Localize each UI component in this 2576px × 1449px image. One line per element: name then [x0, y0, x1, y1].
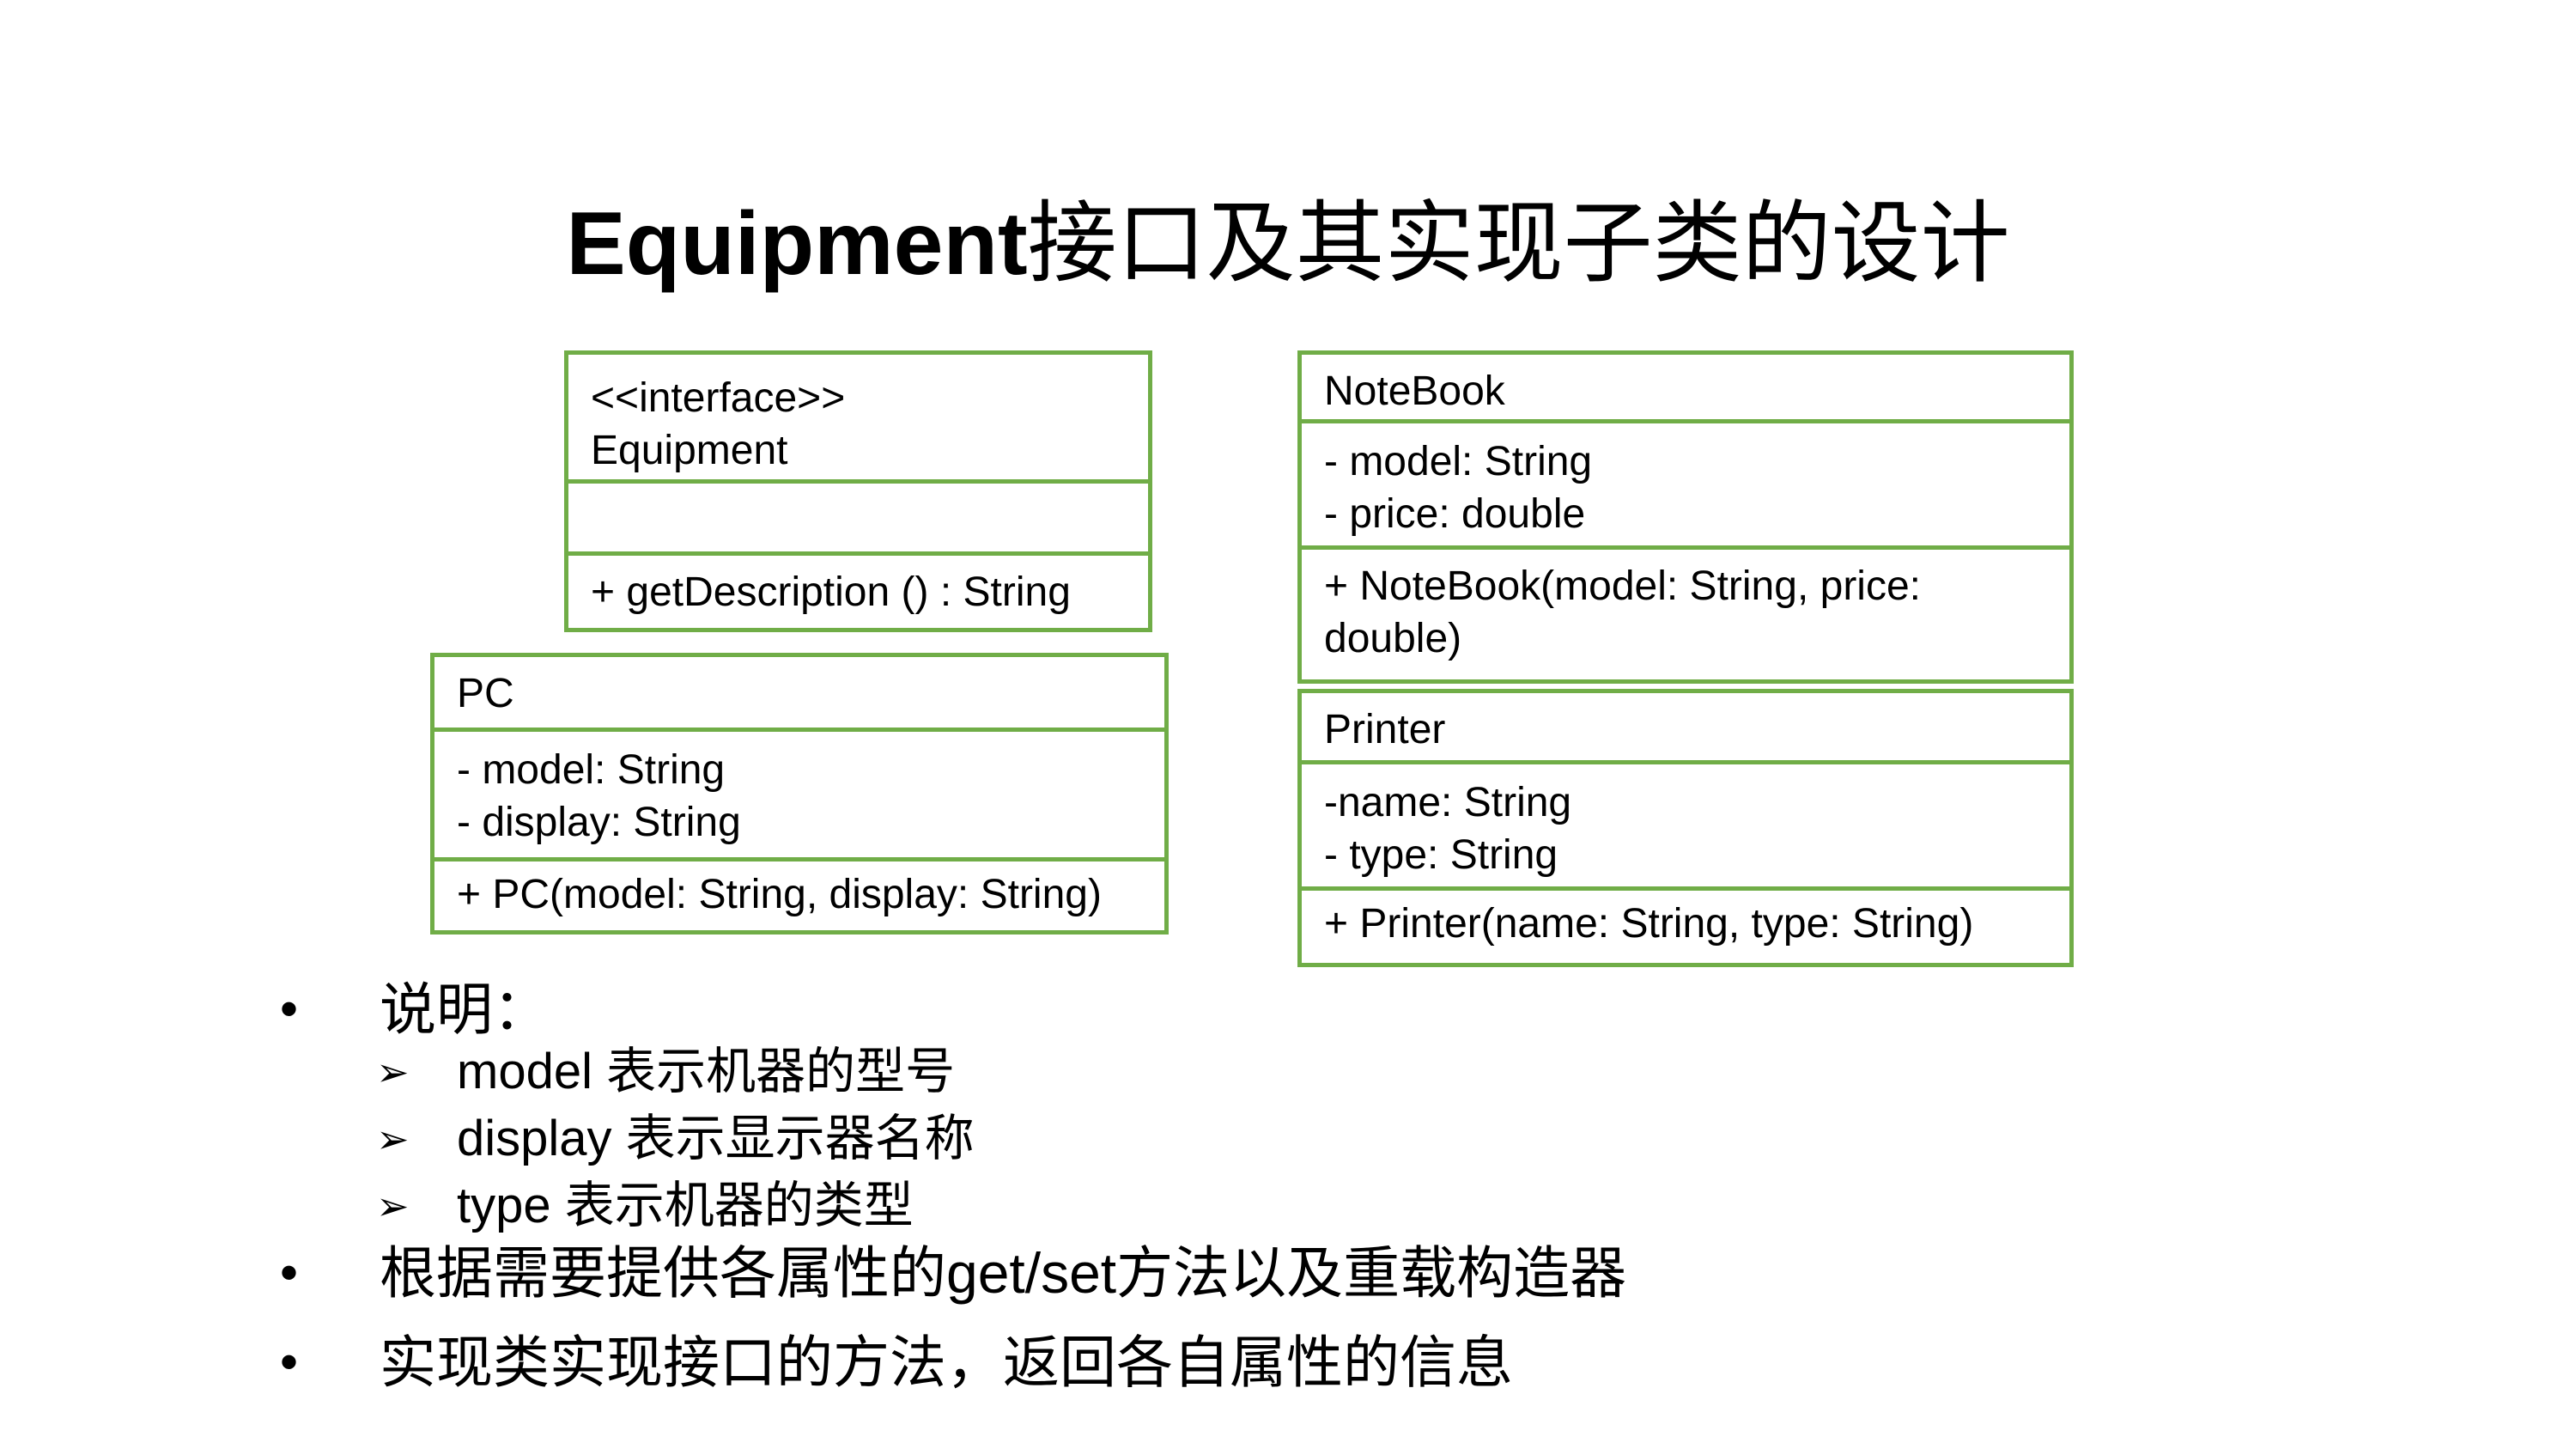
uml-class-header: <<interface>> Equipment [568, 355, 1148, 484]
arrow-bullet-icon: ➢ [376, 1050, 410, 1094]
uml-class-pc[interactable]: PC - model: String - display: String + P… [430, 653, 1169, 935]
uml-attributes-section: - model: String - price: double [1302, 423, 2069, 550]
uml-attribute: - model: String [457, 747, 726, 793]
sub-item-text: display 表示显示器名称 [457, 1111, 975, 1166]
bullet-icon: • [280, 1244, 299, 1301]
sub-item-text: type 表示机器的类型 [457, 1178, 914, 1233]
uml-attribute: - type: String [1324, 832, 1558, 878]
list-item-text: 根据需要提供各属性的get/set方法以及重载构造器 [380, 1241, 1627, 1305]
uml-class-notebook[interactable]: NoteBook - model: String - price: double… [1297, 350, 2074, 684]
uml-methods-section: + PC(model: String, display: String) [434, 861, 1164, 930]
uml-methods-section: + NoteBook(model: String, price: double) [1302, 550, 2069, 679]
uml-class-name: Printer [1324, 707, 1446, 752]
uml-attributes-section [568, 484, 1148, 556]
uml-class-header: Printer [1302, 693, 2069, 764]
arrow-bullet-icon: ➢ [376, 1184, 410, 1228]
uml-method: double) [1324, 616, 1462, 661]
notes-heading: 说明： [380, 977, 550, 1041]
uml-attributes-section: -name: String - type: String [1302, 764, 2069, 891]
title-cjk: 接口及其实现子类的设计 [1027, 191, 2010, 295]
slide-title: Equipment接口及其实现子类的设计 [0, 187, 2576, 300]
sub-item-text: model 表示机器的型号 [457, 1044, 956, 1099]
uml-attribute: - model: String [1324, 439, 1593, 484]
list-item-text: 实现类实现接口的方法，返回各自属性的信息 [380, 1330, 1513, 1394]
uml-method: + getDescription () : String [591, 569, 1071, 615]
uml-method: + PC(model: String, display: String) [457, 872, 1102, 917]
uml-class-header: PC [434, 657, 1164, 732]
uml-stereotype: <<interface>> [591, 375, 846, 421]
uml-class-printer[interactable]: Printer -name: String - type: String + P… [1297, 689, 2074, 967]
uml-attribute: - display: String [457, 800, 741, 845]
uml-methods-section: + getDescription () : String [568, 556, 1148, 628]
title-latin: Equipment [566, 194, 1028, 294]
bullet-icon: • [280, 1333, 299, 1391]
uml-attribute: - price: double [1324, 491, 1586, 537]
uml-methods-section: + Printer(name: String, type: String) [1302, 891, 2069, 963]
uml-attributes-section: - model: String - display: String [434, 732, 1164, 861]
uml-class-header: NoteBook [1302, 355, 2069, 423]
uml-class-name: PC [457, 671, 514, 716]
bullet-icon: • [280, 980, 299, 1038]
uml-class-equipment[interactable]: <<interface>> Equipment + getDescription… [564, 350, 1152, 632]
uml-class-name: NoteBook [1324, 368, 1505, 414]
uml-attribute: -name: String [1324, 780, 1572, 825]
uml-class-name: Equipment [591, 428, 788, 473]
uml-method: + NoteBook(model: String, price: [1324, 563, 1921, 609]
arrow-bullet-icon: ➢ [376, 1117, 410, 1161]
uml-method: + Printer(name: String, type: String) [1324, 901, 1974, 947]
